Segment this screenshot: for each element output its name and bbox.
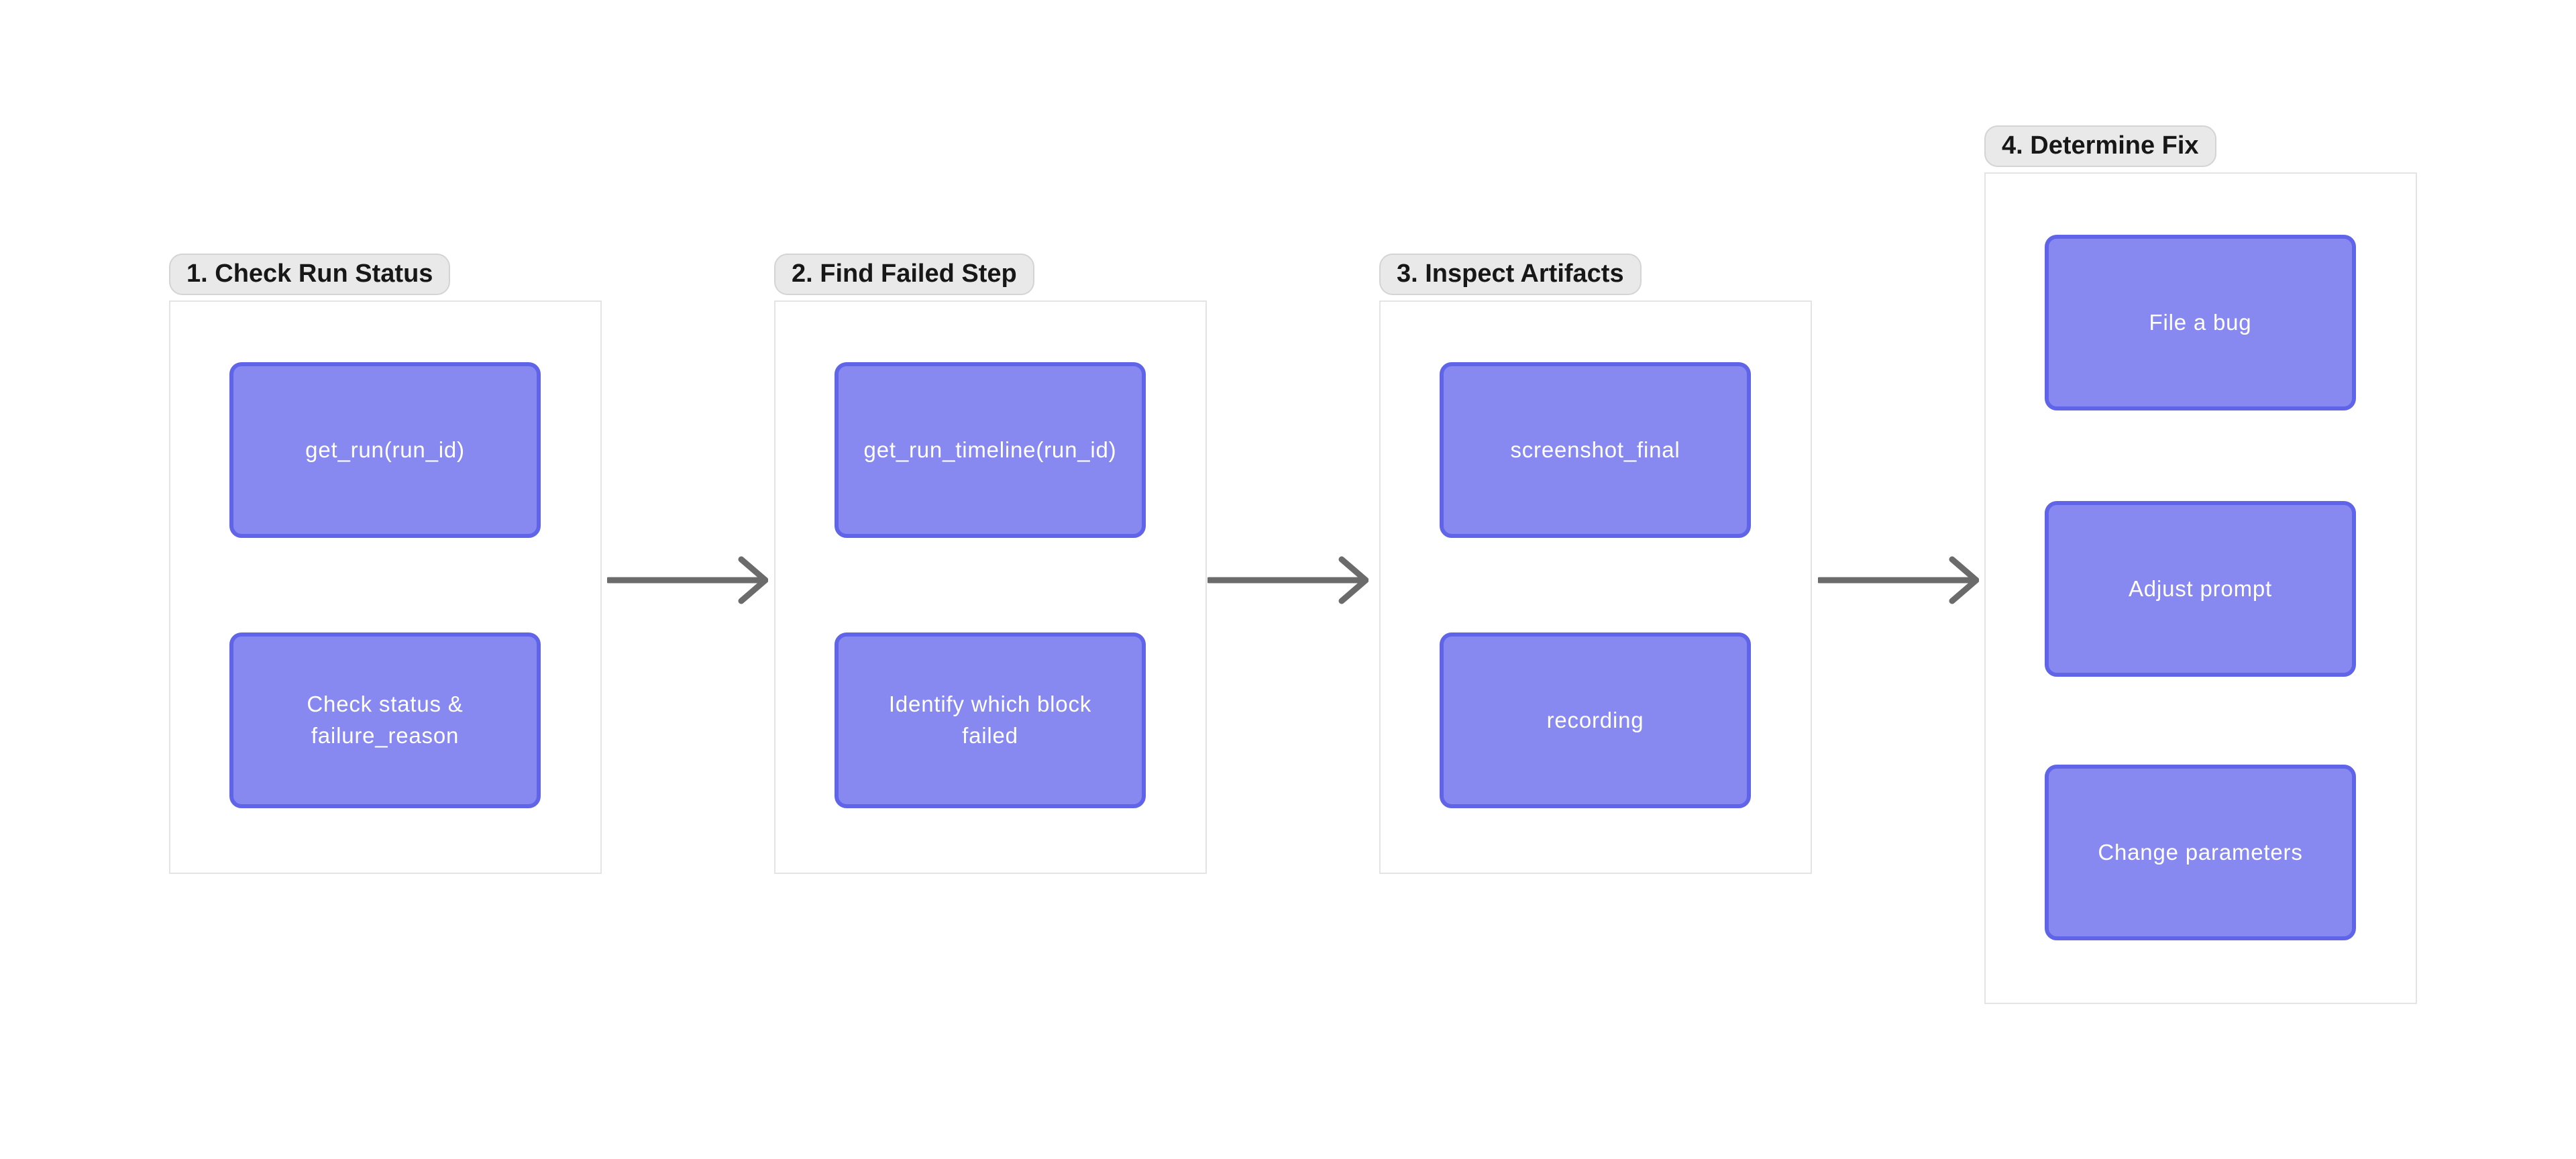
group-determine-fix: 4. Determine Fix File a bug Adjust promp… [1984, 125, 2417, 1004]
flow-node-screenshot-final[interactable]: screenshot_final [1440, 362, 1751, 538]
flow-node-file-a-bug[interactable]: File a bug [2045, 235, 2356, 410]
group-label: 4. Determine Fix [1984, 125, 2216, 167]
group-box: screenshot_final recording [1379, 300, 1812, 874]
flow-node-get-run[interactable]: get_run(run_id) [229, 362, 541, 538]
group-label: 1. Check Run Status [169, 254, 451, 295]
flow-node-check-status[interactable]: Check status & failure_reason [229, 632, 541, 808]
group-label: 3. Inspect Artifacts [1379, 254, 1642, 295]
flow-node-change-parameters[interactable]: Change parameters [2045, 765, 2356, 940]
group-check-run-status: 1. Check Run Status get_run(run_id) Chec… [169, 254, 602, 874]
flow-node-get-run-timeline[interactable]: get_run_timeline(run_id) [835, 362, 1146, 538]
flow-node-identify-block[interactable]: Identify which block failed [835, 632, 1146, 808]
group-box: get_run(run_id) Check status & failure_r… [169, 300, 602, 874]
group-box: File a bug Adjust prompt Change paramete… [1984, 172, 2417, 1004]
flow-node-adjust-prompt[interactable]: Adjust prompt [2045, 501, 2356, 677]
flow-arrow-icon [1818, 556, 1979, 604]
flow-arrow-icon [607, 556, 768, 604]
flow-arrow-icon [1208, 556, 1368, 604]
group-inspect-artifacts: 3. Inspect Artifacts screenshot_final re… [1379, 254, 1812, 874]
group-label: 2. Find Failed Step [774, 254, 1034, 295]
group-find-failed-step: 2. Find Failed Step get_run_timeline(run… [774, 254, 1207, 874]
flow-node-recording[interactable]: recording [1440, 632, 1751, 808]
group-box: get_run_timeline(run_id) Identify which … [774, 300, 1207, 874]
